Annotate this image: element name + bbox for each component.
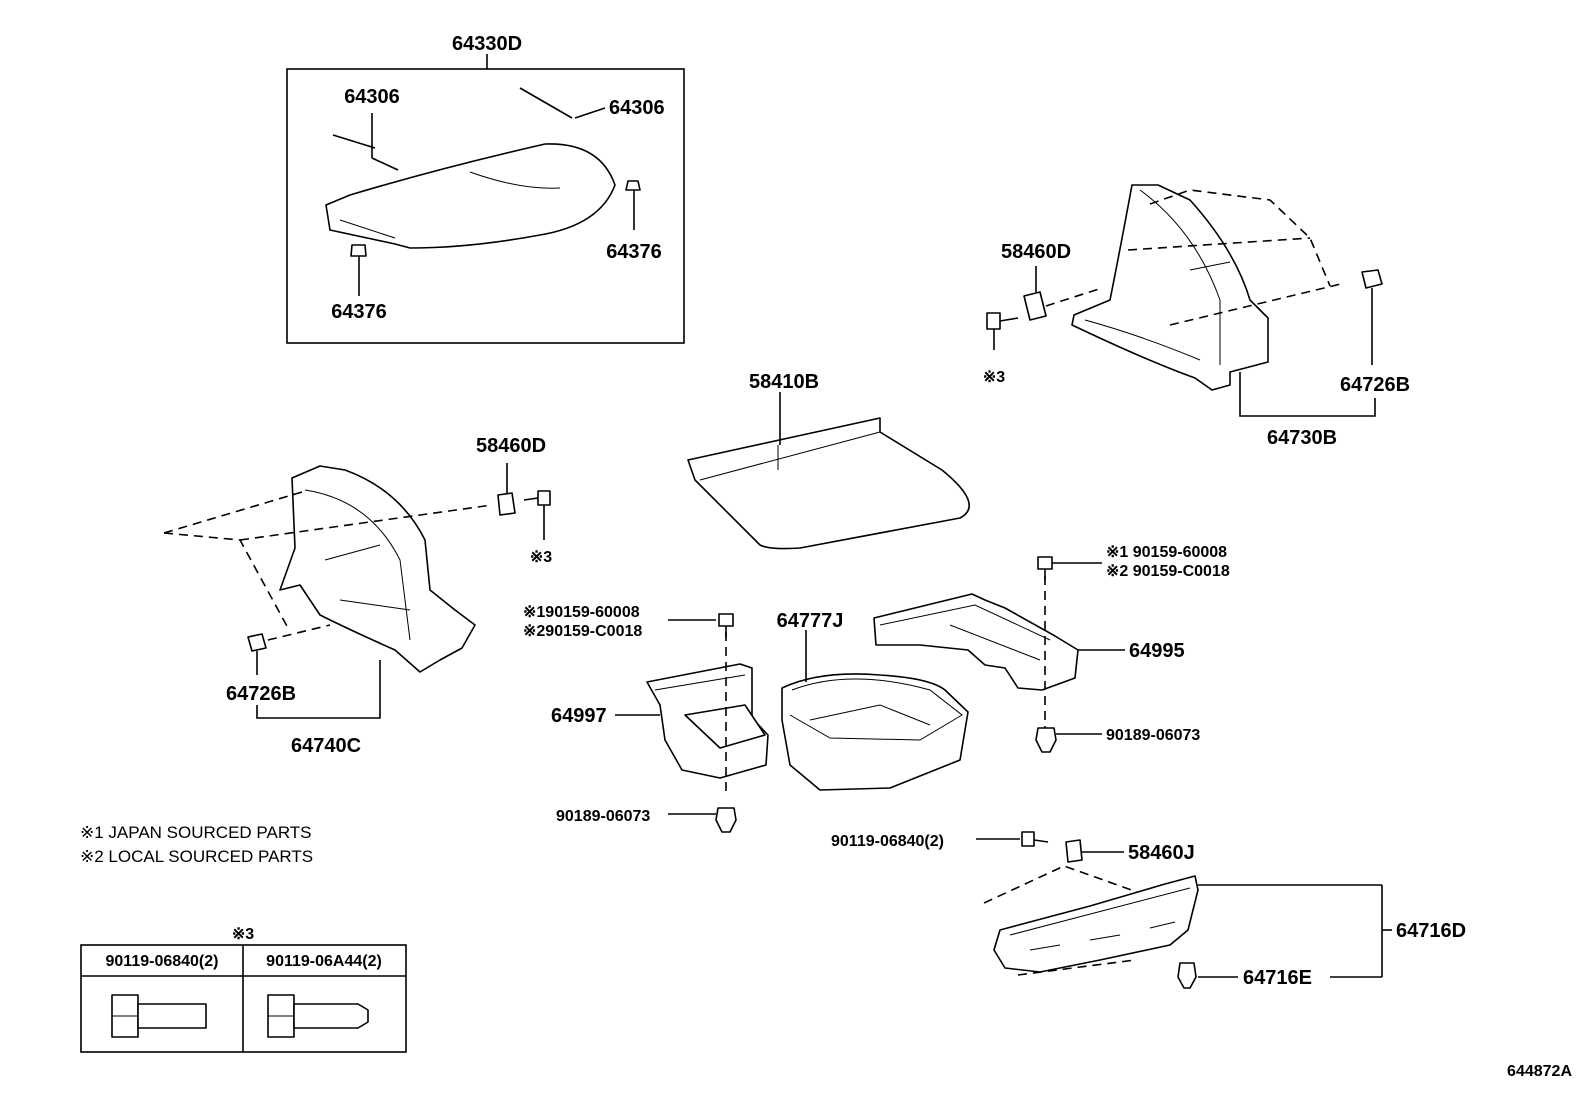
label-64306-left[interactable]: 64306 [344,86,400,108]
label-64740C[interactable]: 64740C [291,735,361,757]
bolt-90119-06840[interactable] [1021,831,1049,847]
screw-64995-top[interactable] [1037,556,1053,580]
label-64777J[interactable]: 64777J [777,610,844,632]
note-2: ※2 LOCAL SOURCED PARTS [80,847,313,866]
trim-right-part[interactable] [1071,184,1269,391]
label-64306-right[interactable]: 64306 [609,97,665,119]
label-64995[interactable]: 64995 [1129,640,1185,662]
table-ref3-label: ※3 [232,926,254,943]
label-58460D-left[interactable]: 58460D [476,435,546,457]
clip-58460J[interactable] [1065,839,1083,863]
trim-left-part[interactable] [279,465,476,673]
label-screw-r-2[interactable]: ※2 90159-C0018 [1106,563,1230,580]
label-64726B-left[interactable]: 64726B [226,683,296,705]
label-screw-r-1[interactable]: ※1 90159-60008 [1106,544,1227,561]
tray-group-box [286,68,685,344]
label-64726B-right[interactable]: 64726B [1340,374,1410,396]
tray-clip-left[interactable] [350,244,367,257]
note-1: ※1 JAPAN SOURCED PARTS [80,823,312,842]
label-64997[interactable]: 64997 [551,705,607,727]
label-64716D[interactable]: 64716D [1396,920,1466,942]
label-screw-l-1[interactable]: ※190159-60008 [523,604,640,621]
tray-clip-right[interactable] [625,180,641,191]
toolbox-64997-part[interactable] [646,663,769,779]
bolt-06A44-drawing [267,994,369,1038]
clip-90189-right[interactable] [1035,727,1057,753]
label-90189-left[interactable]: 90189-06073 [556,808,650,825]
toolbox-64995-part[interactable] [873,593,1079,691]
diagram-code: 644872A [1507,1063,1572,1080]
clip-58460D-left[interactable] [497,492,516,516]
label-64376-right[interactable]: 64376 [606,241,662,263]
bolt-06840-drawing [111,994,207,1038]
bolt-table [80,944,407,1053]
label-90119-06840[interactable]: 90119-06840(2) [831,833,944,850]
tray-wire-left [332,134,376,149]
label-64730B[interactable]: 64730B [1267,427,1337,449]
clip-64716E[interactable] [1177,962,1197,989]
label-64716E[interactable]: 64716E [1243,967,1312,989]
screw-64997-top[interactable] [718,613,734,638]
label-64330D[interactable]: 64330D [452,33,522,55]
label-screw-l-2[interactable]: ※290159-C0018 [523,623,642,640]
label-58460D-right[interactable]: 58460D [1001,241,1071,263]
table-col-1: 90119-06840(2) [106,953,219,970]
bolt-ref3-left[interactable] [523,490,551,506]
clip-58460D-right[interactable] [1023,291,1047,321]
trim-64716D-part[interactable] [993,875,1199,973]
label-58410B[interactable]: 58410B [749,371,819,393]
clip-64726B-left[interactable] [247,633,267,652]
tray-wire-right [519,87,573,119]
clip-90189-left[interactable] [715,807,737,833]
package-tray-part[interactable] [325,143,616,249]
label-58460J[interactable]: 58460J [1128,842,1195,864]
table-col-2: 90119-06A44(2) [266,953,382,970]
label-ref3-left: ※3 [530,549,552,566]
label-ref3-right: ※3 [983,369,1005,386]
label-90189-right[interactable]: 90189-06073 [1106,727,1200,744]
floor-mat-part[interactable] [687,417,970,550]
label-64376-left[interactable]: 64376 [331,301,387,323]
toolbox-64777J-part[interactable] [781,673,969,791]
clip-64726B-right[interactable] [1361,269,1383,289]
bolt-ref3-right[interactable] [986,312,1019,330]
